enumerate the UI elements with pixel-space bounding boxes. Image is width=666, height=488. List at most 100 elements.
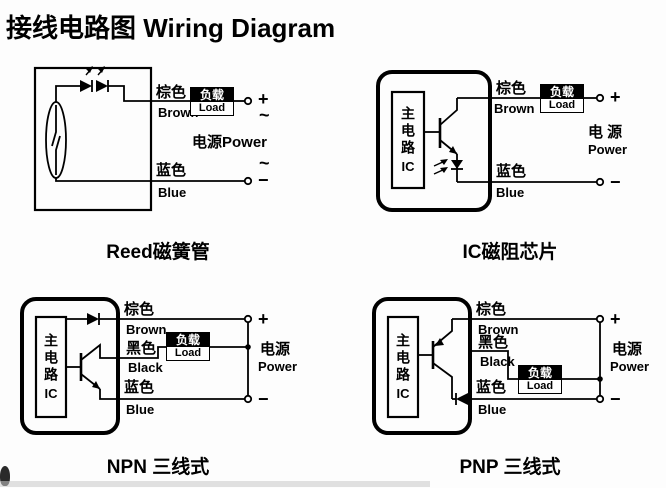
black-wire bbox=[118, 346, 248, 359]
npn-blue-label-en: Blue bbox=[126, 402, 155, 417]
reed-plus-sign: + bbox=[258, 89, 269, 109]
pnp-main-circuit-label: 主电路 bbox=[395, 333, 411, 384]
pnp-black-label-cn: 黑色 bbox=[478, 334, 509, 351]
scan-artifact bbox=[0, 466, 10, 486]
pnp-black-label-en: Black bbox=[480, 354, 515, 369]
page-title: 接线电路图 Wiring Diagram bbox=[6, 13, 336, 43]
ic-plus-sign: + bbox=[610, 87, 621, 107]
reed-blue-label-en: Blue bbox=[158, 185, 187, 200]
npn-black-label-cn: 黑色 bbox=[126, 340, 157, 357]
positive-terminal bbox=[595, 93, 605, 103]
pnp-load-box: 负载 Load bbox=[518, 365, 562, 394]
npn-circuit-diagram bbox=[20, 297, 253, 435]
ic-load-box: 负载 Load bbox=[540, 84, 584, 113]
reed-brown-label-en: Brown bbox=[158, 105, 199, 120]
blue-wire bbox=[55, 178, 245, 182]
npn-brown-label-en: Brown bbox=[126, 322, 167, 337]
brown-wire bbox=[108, 85, 245, 102]
zener-diode-symbol bbox=[433, 159, 463, 175]
blue-wire bbox=[99, 389, 245, 400]
reed-brown-label-cn: 棕色 bbox=[156, 84, 187, 101]
pnp-brown-label-cn: 棕色 bbox=[476, 301, 507, 318]
npn-load-label-en: Load bbox=[174, 347, 202, 359]
pnp-brown-label-en: Brown bbox=[478, 322, 519, 337]
npn-power-label-en: Power bbox=[258, 359, 298, 374]
npn-main-circuit-label: 主电路 bbox=[43, 333, 59, 384]
led-indicator-symbol bbox=[55, 66, 109, 102]
ic-minus-sign: − bbox=[610, 172, 621, 192]
pnp-load-label-cn: 负载 bbox=[519, 366, 561, 380]
ic-blue-label-en: Blue bbox=[496, 185, 525, 200]
reed-load-box: 负载 Load bbox=[190, 87, 234, 116]
npn-power-label-cn: 电源 bbox=[260, 341, 291, 358]
ic-ic-label: IC bbox=[401, 159, 415, 174]
negative-terminal bbox=[595, 177, 605, 187]
ic-panel: 主电路 IC 棕色 Brown 负载 Load + 电 源 Power − 蓝色… bbox=[360, 60, 660, 235]
reed-load-label-en: Load bbox=[198, 102, 226, 114]
black-wire bbox=[470, 350, 600, 380]
pnp-caption: PNP 三线式 bbox=[459, 457, 561, 478]
npn-black-label-en: Black bbox=[128, 360, 163, 375]
npn-ic-label: IC bbox=[44, 386, 58, 401]
sensor-body-outline bbox=[33, 66, 153, 212]
main-circuit-box bbox=[390, 90, 426, 190]
npn-load-box: 负载 Load bbox=[166, 332, 210, 361]
npn-brown-label-cn: 棕色 bbox=[124, 301, 155, 318]
pnp-minus-sign: − bbox=[610, 389, 621, 409]
ic-power-label-en: Power bbox=[588, 142, 628, 157]
ic-main-circuit-label-box: 主电路 IC bbox=[393, 93, 423, 187]
positive-terminal bbox=[595, 314, 605, 324]
reed-ac-sign-bottom: ~ bbox=[259, 153, 270, 173]
npn-panel: 主电路 IC 棕色 Brown 黑色 Black 蓝色 Blue 负载 Load… bbox=[8, 285, 308, 450]
reed-power-label: 电源Power bbox=[192, 134, 268, 151]
main-circuit-box bbox=[386, 315, 420, 419]
ic-brown-label-en: Brown bbox=[494, 101, 535, 116]
negative-terminal bbox=[243, 394, 253, 404]
reed-ac-sign-top: ~ bbox=[259, 105, 270, 125]
diode-symbol bbox=[452, 393, 468, 405]
pnp-blue-label-en: Blue bbox=[478, 402, 507, 417]
diode-symbol bbox=[66, 313, 100, 325]
ic-caption: IC磁阻芯片 bbox=[462, 242, 558, 263]
pnp-circuit-diagram bbox=[372, 297, 605, 435]
ic-main-circuit-label: 主电路 bbox=[400, 106, 416, 157]
npn-plus-sign: + bbox=[258, 309, 269, 329]
pnp-blue-label-cn: 蓝色 bbox=[476, 379, 507, 396]
npn-blue-label-cn: 蓝色 bbox=[124, 379, 155, 396]
negative-terminal bbox=[595, 394, 605, 404]
scan-artifact bbox=[0, 481, 430, 487]
reed-minus-sign: − bbox=[258, 170, 269, 190]
reed-caption: Reed磁簧管 bbox=[106, 242, 210, 263]
positive-terminal bbox=[243, 96, 253, 106]
reed-circuit-diagram bbox=[33, 66, 253, 212]
pnp-panel: 主电路 IC 棕色 Brown 黑色 Black 蓝色 Blue 负载 Load… bbox=[360, 285, 660, 450]
npn-main-circuit-label-box: 主电路 IC bbox=[37, 318, 65, 416]
ic-circuit-diagram bbox=[376, 70, 605, 212]
ic-load-label-en: Load bbox=[548, 99, 576, 111]
supply-rail bbox=[597, 322, 603, 396]
pnp-load-label-en: Load bbox=[526, 380, 554, 392]
ic-power-label-cn: 电 源 bbox=[588, 124, 623, 141]
reed-load-label-cn: 负载 bbox=[191, 88, 233, 102]
sensor-body-outline bbox=[20, 297, 120, 435]
ic-blue-label-cn: 蓝色 bbox=[496, 163, 527, 180]
supply-rail bbox=[245, 322, 251, 396]
reed-blue-label-cn: 蓝色 bbox=[156, 162, 187, 179]
positive-terminal bbox=[243, 314, 253, 324]
pnp-power-label-cn: 电源 bbox=[612, 341, 643, 358]
transistor-symbol bbox=[66, 343, 118, 390]
npn-caption: NPN 三线式 bbox=[106, 457, 210, 478]
sensor-body-outline bbox=[376, 70, 492, 212]
pnp-main-circuit-label-box: 主电路 IC bbox=[389, 318, 417, 416]
pnp-power-label-en: Power bbox=[610, 359, 650, 374]
npn-load-label-cn: 负载 bbox=[167, 333, 209, 347]
transistor-symbol bbox=[418, 319, 453, 399]
negative-terminal bbox=[243, 176, 253, 186]
ic-load-label-cn: 负载 bbox=[541, 85, 583, 99]
ic-brown-label-cn: 棕色 bbox=[496, 80, 527, 97]
sensor-body-outline bbox=[372, 297, 472, 435]
npn-minus-sign: − bbox=[258, 389, 269, 409]
reed-switch-symbol bbox=[45, 101, 67, 179]
pnp-ic-label: IC bbox=[396, 386, 410, 401]
